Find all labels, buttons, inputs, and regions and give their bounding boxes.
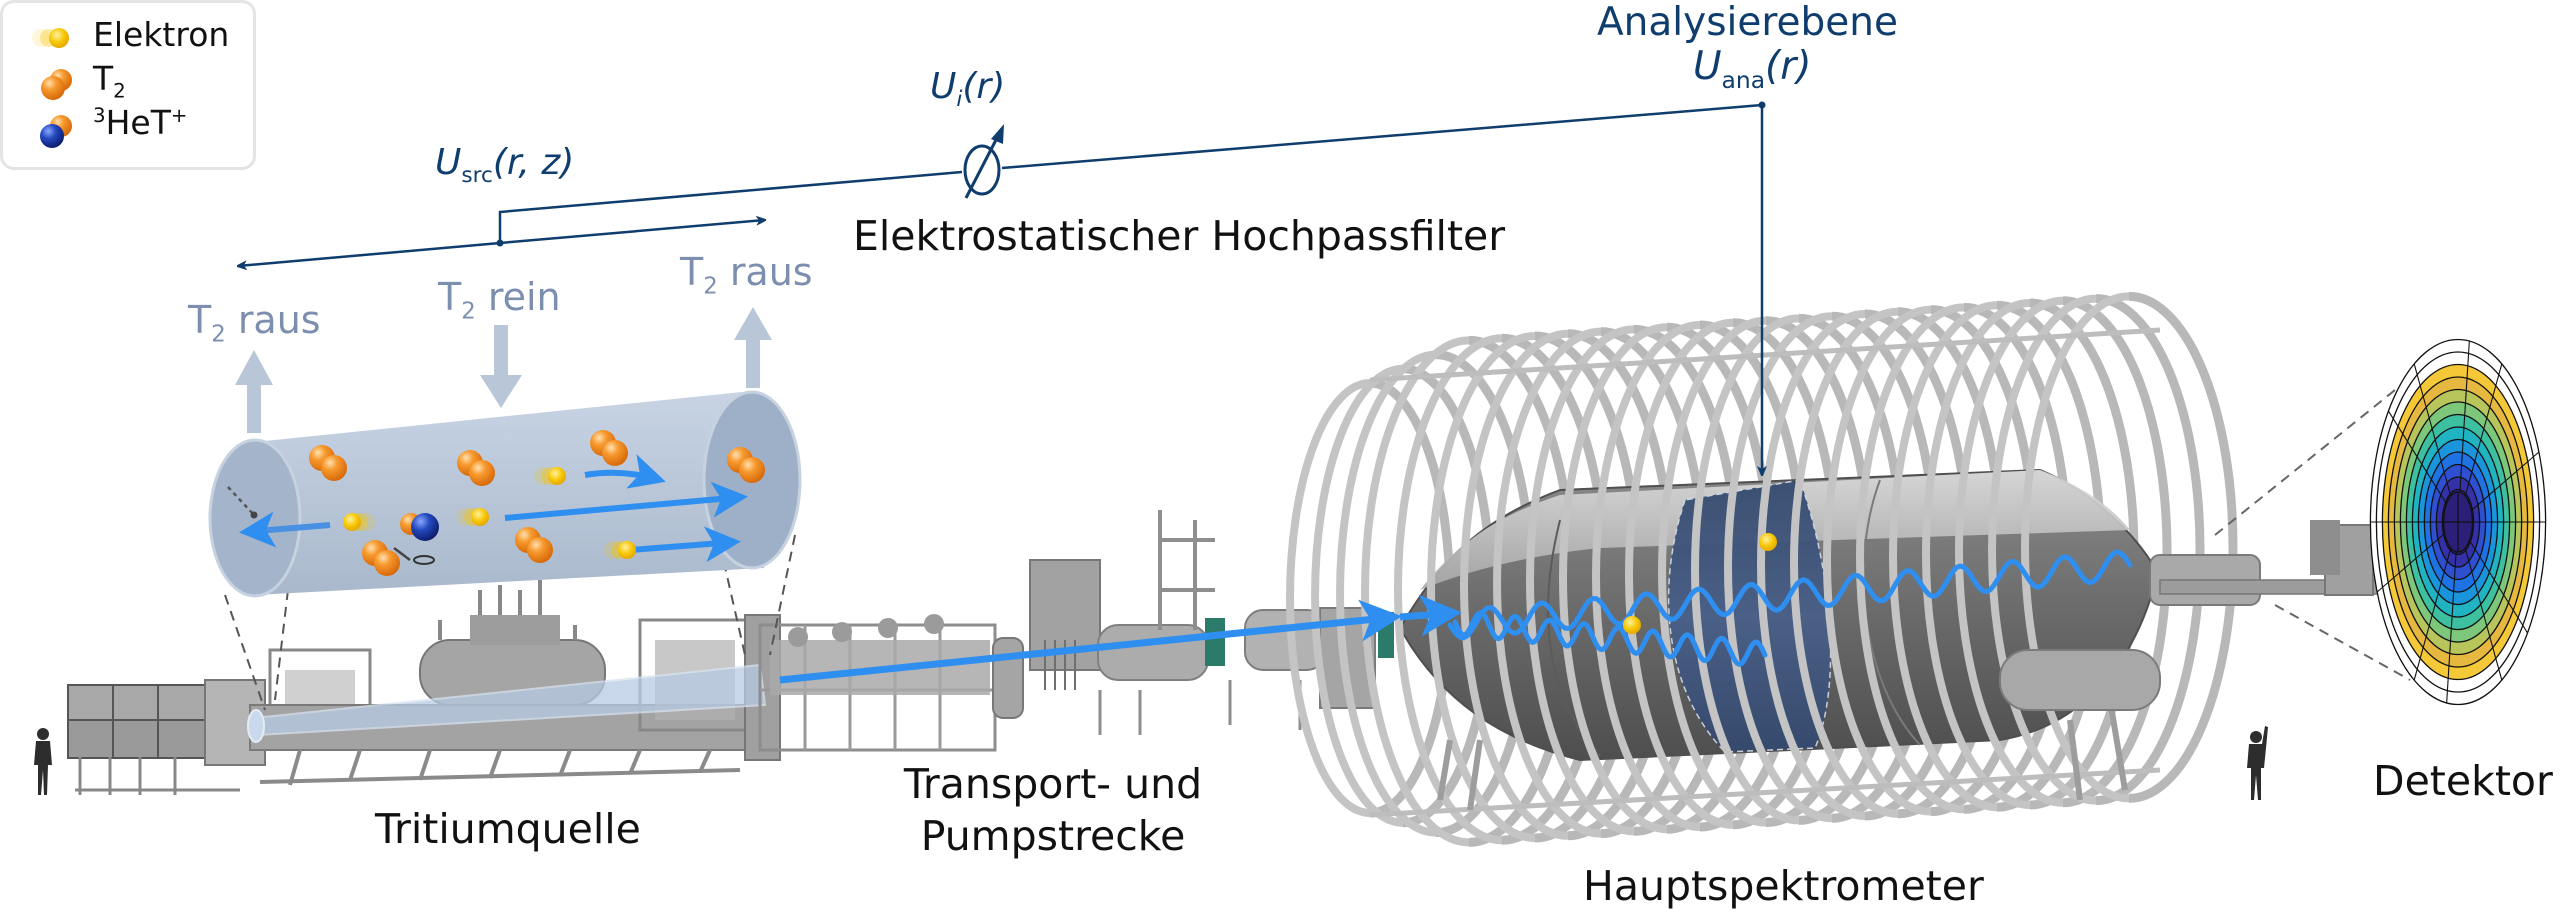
detector-segment-line: [2376, 533, 2446, 593]
source-zoom-tube: [208, 390, 802, 711]
field-coil-ring: [1889, 301, 1998, 812]
electron: [343, 513, 375, 531]
field-coil-ring: [2021, 292, 2130, 803]
electron-transmitted: [1759, 533, 1777, 551]
tritium-molecule: [362, 540, 400, 576]
field-coil-ring: [1988, 294, 2097, 805]
detector-segment-line: [2459, 341, 2470, 493]
tritium-molecule: [457, 450, 495, 486]
tritium-source-equipment: [67, 580, 781, 795]
component-label-source: Tritiumquelle: [375, 805, 641, 853]
detector-segment-line: [2464, 547, 2503, 681]
detector-wafer: [2369, 338, 2547, 706]
source-potential-label: Usrc(r, z): [435, 142, 575, 189]
field-coil-ring: [1790, 307, 1899, 818]
electron: [534, 467, 566, 485]
coil-support-rod: [1369, 327, 2161, 383]
detector-segment-line: [2464, 363, 2503, 497]
legend-item-ion: 3HeT+: [93, 103, 188, 142]
electron-trajectory-reflected: [1452, 610, 1768, 667]
tritium-molecule: [590, 430, 628, 466]
gas-flow-arrows: [235, 307, 772, 433]
gas-in-label: T2 rein: [438, 275, 561, 325]
electron: [457, 508, 489, 526]
detector-segment-line: [2413, 547, 2452, 681]
person-silhouette-left: [34, 728, 52, 795]
person-silhouette-right: [2247, 726, 2268, 800]
electron-beam-arrow: [779, 599, 1402, 684]
main-spectrometer: [1286, 291, 2238, 847]
electron-icon: [32, 28, 69, 48]
beam-into-spectrometer-arrow: [1399, 594, 1462, 637]
potential-annotation-lines: [238, 101, 1766, 476]
component-label-spectrometer: Hauptspektrometer: [1583, 862, 1984, 910]
gas-out-left-arrow: [235, 350, 273, 433]
detector-segment-line: [2470, 451, 2540, 511]
legend-item-electron: Elektron: [93, 15, 230, 54]
helium-tritium-ion-icon: [40, 115, 72, 148]
analysis-plane-title: Analysierebene: [1597, 0, 1898, 45]
tritium-molecule: [309, 445, 347, 481]
tritium-molecule: [727, 447, 765, 483]
legend: Elektron T2 3HeT+: [0, 0, 256, 170]
gas-out-right-arrow: [734, 307, 772, 388]
field-coil-ring: [2128, 291, 2238, 803]
field-coil-ring: [1922, 299, 2031, 809]
field-coil-ring: [1757, 310, 1866, 820]
tritium-molecule: [515, 527, 553, 563]
detector-zoom-lines: [2214, 389, 2411, 681]
analysis-potential-label: Uana(r): [1693, 44, 1812, 94]
field-coil-ring: [1823, 305, 1932, 816]
field-coil-ring: [1311, 364, 1404, 827]
filter-title: Elektrostatischer Hochpassfilter: [853, 212, 1506, 260]
field-coil-ring: [1856, 303, 1965, 814]
electron-reflected: [1623, 616, 1641, 634]
ion-molecule: [411, 513, 439, 541]
gas-in-arrow: [480, 325, 522, 408]
coil-support-rod: [1369, 767, 2161, 818]
voltmeter-icon: [963, 124, 1004, 199]
legend-item-t2: T2: [93, 59, 126, 103]
detector-section-equipment: [2149, 520, 2386, 606]
component-label-detector: Detektor: [2373, 757, 2553, 805]
detector-segment-line: [2468, 539, 2529, 634]
field-coil-ring: [1724, 312, 1833, 823]
detector-segment-line: [2446, 551, 2457, 703]
electron: [604, 541, 636, 559]
field-coil-ring: [1286, 379, 1371, 817]
field-coil-ring: [1955, 296, 2064, 807]
detector-segment-line: [2387, 410, 2448, 505]
gas-out-left-label: T2 raus: [188, 298, 321, 348]
retarding-potential-label: Ui(r): [930, 66, 1006, 113]
field-coil-ring: [1336, 350, 1437, 837]
tritium-molecule-icon: [41, 69, 72, 100]
detector-segment-line: [2413, 363, 2452, 497]
electron-trajectory-transmitted: [1447, 549, 2133, 641]
component-label-transport: Transport- und Pumpstrecke: [903, 760, 1203, 860]
legend-icons: [32, 28, 72, 148]
gas-out-right-label: T2 raus: [680, 250, 813, 300]
